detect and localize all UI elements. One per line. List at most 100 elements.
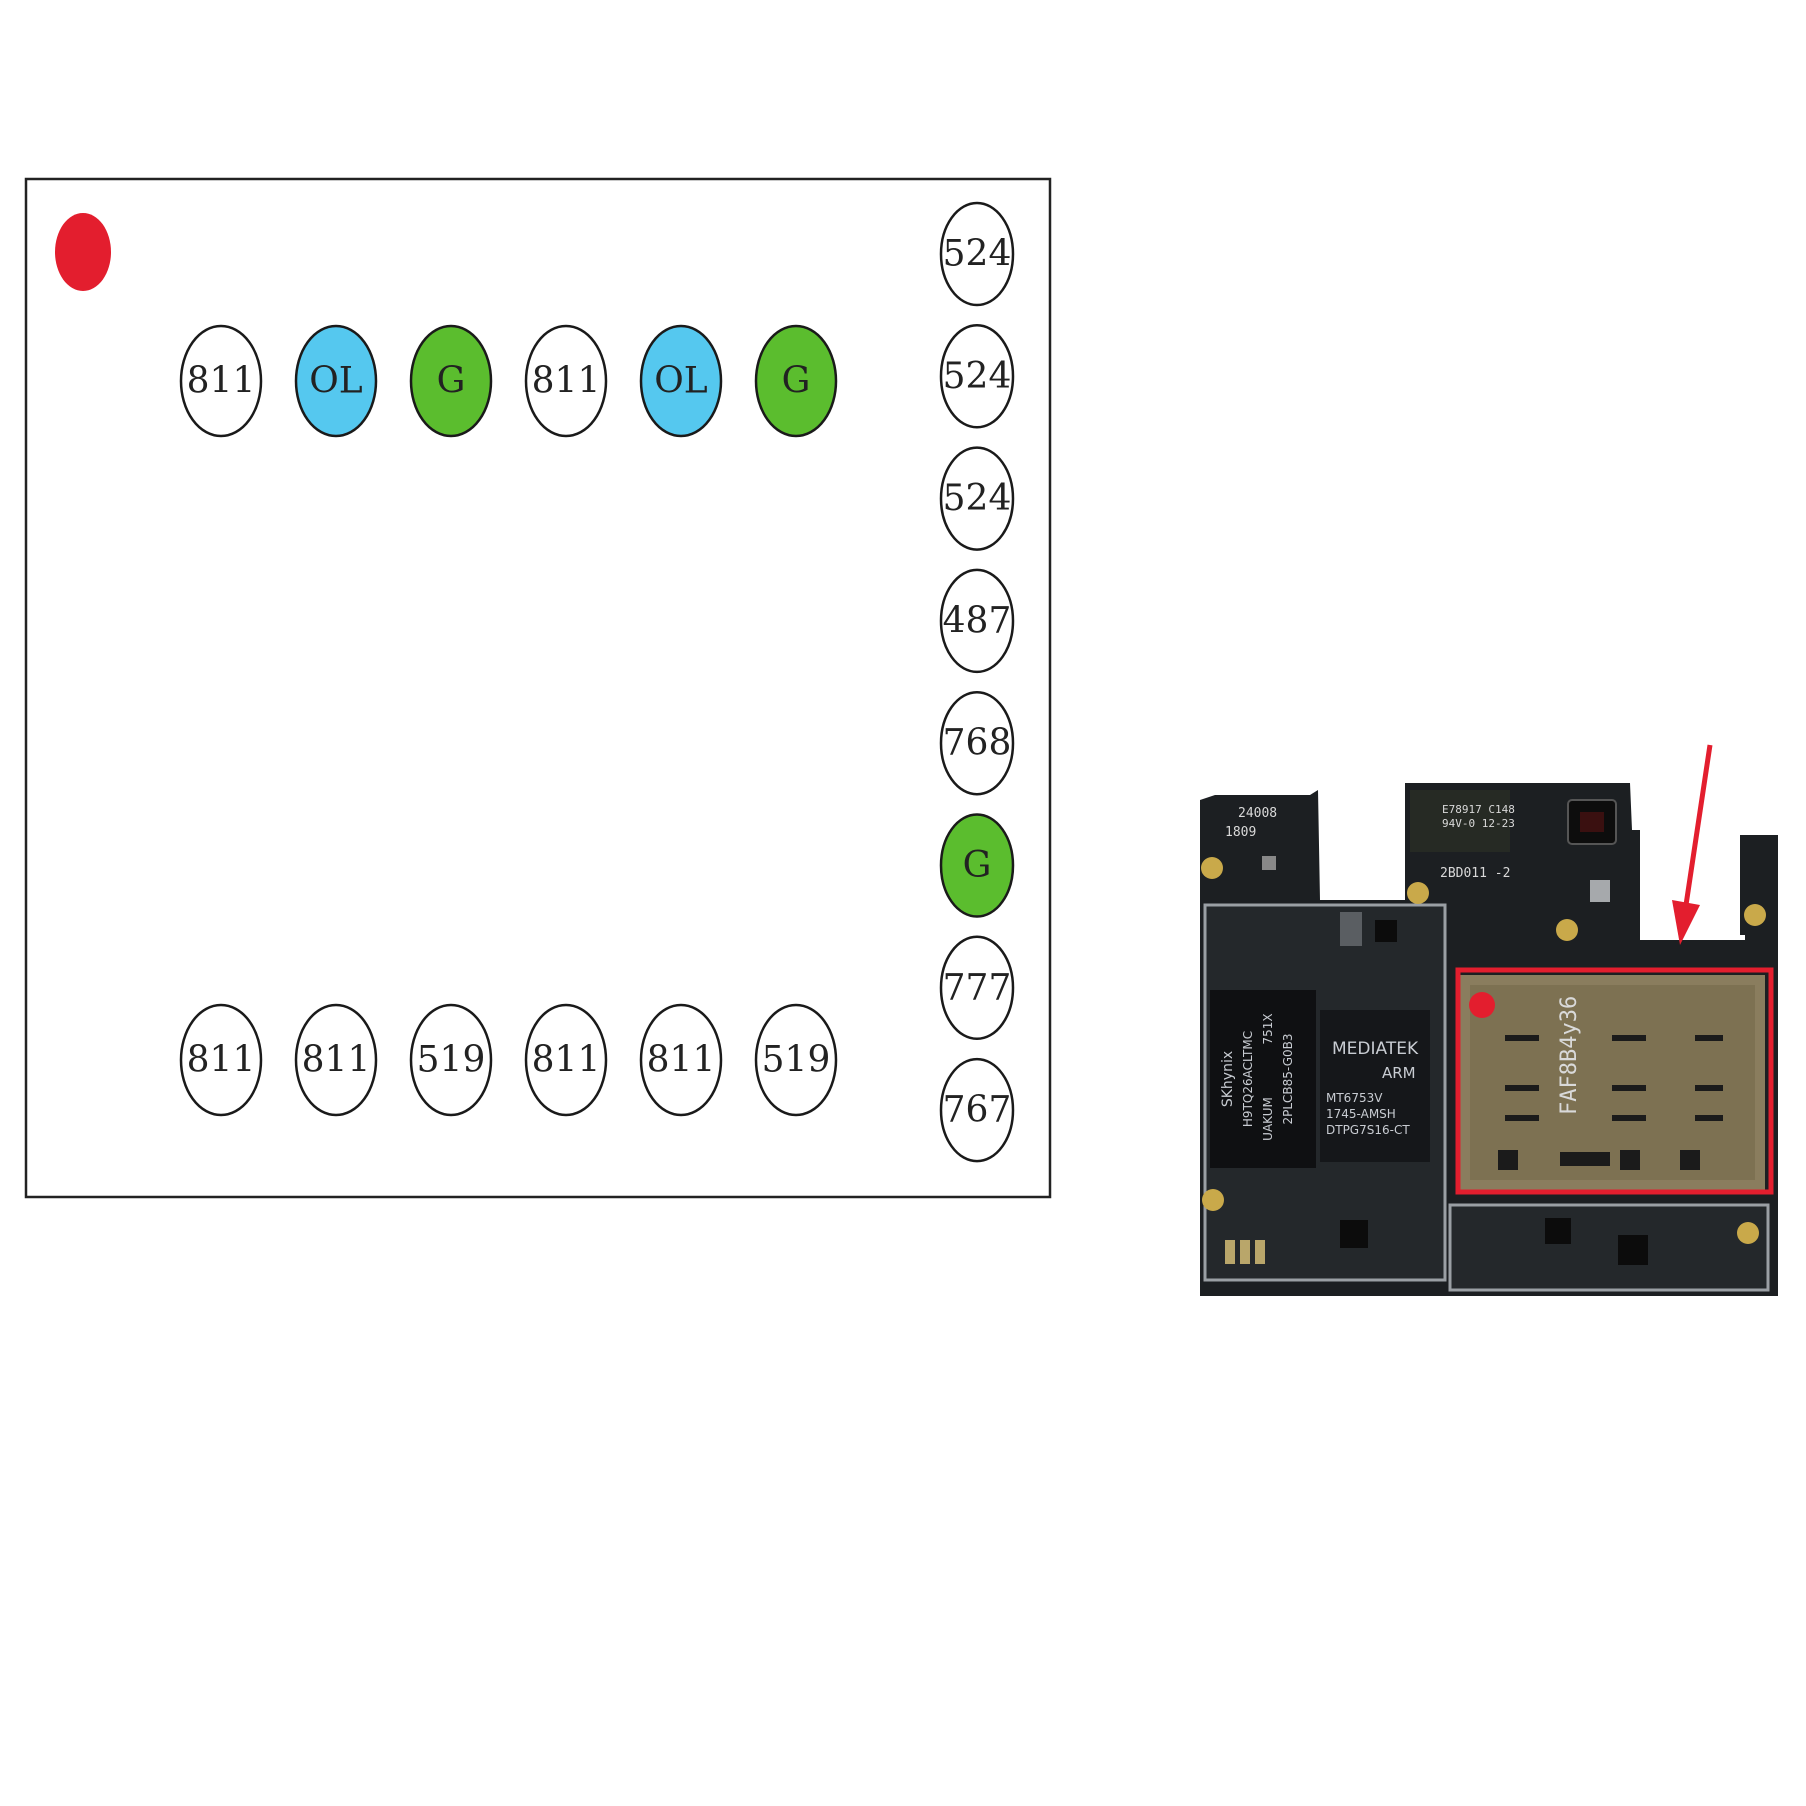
board-pin1-dot [1469, 992, 1495, 1018]
screw-hole [1201, 857, 1223, 879]
pin-811: 811 [524, 324, 608, 438]
pin-label: 811 [187, 361, 256, 402]
pin-circle [524, 1003, 608, 1117]
component [1340, 1220, 1368, 1248]
component [1590, 880, 1610, 902]
silk-text-3: E78917 C148 [1442, 803, 1515, 816]
pin-label: 767 [943, 1090, 1012, 1131]
soc-chip [1320, 1010, 1430, 1162]
pin-circle [939, 324, 1015, 429]
screw-hole [1737, 1222, 1759, 1244]
pin-circle [939, 568, 1015, 674]
pin-circle [939, 690, 1015, 796]
red-arrow-pointer [1672, 744, 1713, 945]
pin-768: 768 [939, 690, 1015, 796]
pin-g: G [754, 324, 838, 438]
pin-811: 811 [524, 1003, 608, 1117]
component [1545, 1218, 1571, 1244]
pin-label: G [782, 361, 811, 402]
pin-label: 777 [943, 967, 1012, 1008]
pin-label: G [437, 361, 466, 402]
pin-circle [754, 324, 838, 438]
pin-circle [524, 324, 608, 438]
pin-519: 519 [754, 1003, 838, 1117]
pin-label: 768 [943, 723, 1012, 764]
pin-label: 519 [417, 1040, 486, 1081]
pin-circle [639, 1003, 723, 1117]
pin-g: G [939, 813, 1015, 918]
pin-g: G [409, 324, 493, 438]
soc-chip-code: DTPG7S16-CT [1326, 1123, 1410, 1137]
pin-circle [754, 1003, 838, 1117]
sim-tray-inner [1470, 985, 1755, 1180]
pin1-marker-dot [55, 213, 111, 291]
silk-text-0: 24008 [1238, 806, 1277, 821]
pin-circle [179, 1003, 263, 1117]
pin-label: OL [309, 361, 363, 402]
highlight-box [1455, 967, 1774, 1195]
pin-811: 811 [294, 1003, 378, 1117]
silk-text-4: 94V-0 12-23 [1442, 817, 1515, 830]
silk-text-1: 1809 [1225, 825, 1256, 840]
screw-hole [1556, 919, 1578, 941]
board-photo: 24008 1809 2BD011 -2 E78917 C148 94V-0 1… [1200, 744, 1778, 1296]
pin-ol: OL [294, 324, 378, 438]
pin-524: 524 [939, 446, 1015, 551]
component [1225, 1240, 1235, 1264]
pin-circle [939, 813, 1015, 918]
pin-label: 487 [943, 600, 1012, 641]
pin-circle [939, 201, 1015, 307]
pin-777: 777 [939, 935, 1015, 1041]
component [1340, 912, 1362, 946]
memory-chip-text-1: H9TQ26ACLTMC [1241, 1031, 1255, 1127]
pin-circle [409, 324, 493, 438]
top-row-pins: 811 OL G 811 OL G [179, 324, 838, 438]
soc-chip-arch: ARM [1382, 1064, 1416, 1082]
pin-label: G [963, 845, 992, 886]
pin-811: 811 [639, 1003, 723, 1117]
pin-label: OL [654, 361, 708, 402]
pin-811: 811 [179, 1003, 263, 1117]
pin-circle [939, 1057, 1015, 1163]
sim-contacts [1498, 1035, 1723, 1170]
pin-524: 524 [939, 324, 1015, 429]
pin-label: 524 [943, 356, 1012, 397]
pin-circle [294, 1003, 378, 1117]
pin-circle [939, 446, 1015, 551]
screw-hole [1407, 882, 1429, 904]
pin-label: 811 [187, 1040, 256, 1081]
pin-label: 519 [762, 1040, 831, 1081]
pin-circle [409, 1003, 493, 1117]
component [1262, 856, 1276, 870]
pin-label: 524 [943, 478, 1012, 519]
memory-chip-text-0: SKhynix [1220, 1051, 1236, 1107]
component [1255, 1240, 1265, 1264]
pin-circle [294, 324, 378, 438]
pin-label: 811 [647, 1040, 716, 1081]
screw-hole [1744, 904, 1766, 926]
pin-label: 811 [302, 1040, 371, 1081]
memory-chip-text-2: UAKUM [1261, 1097, 1275, 1141]
pin-487: 487 [939, 568, 1015, 674]
silk-area-top [1410, 790, 1510, 852]
pin-ol: OL [639, 324, 723, 438]
pin-circle [179, 324, 263, 438]
pin-767: 767 [939, 1057, 1015, 1163]
bottom-row-pins: 811 811 519 811 811 519 [179, 1003, 838, 1117]
pin-label: 811 [532, 361, 601, 402]
pin-label: 524 [943, 234, 1012, 275]
pin-circle [639, 324, 723, 438]
pin-519: 519 [409, 1003, 493, 1117]
sim-tray-label: FAF8B4y36 [1557, 996, 1582, 1115]
pin-811: 811 [179, 324, 263, 438]
component [1240, 1240, 1250, 1264]
screw-hole [1202, 1189, 1224, 1211]
soc-chip-brand: MEDIATEK [1332, 1039, 1419, 1059]
component [1375, 920, 1397, 942]
pcb-shield-bottom [1448, 1203, 1770, 1292]
pin-circle [939, 935, 1015, 1041]
soc-chip-lot: 1745-AMSH [1326, 1107, 1396, 1121]
memory-chip-text-3: 751X [1261, 1013, 1275, 1044]
